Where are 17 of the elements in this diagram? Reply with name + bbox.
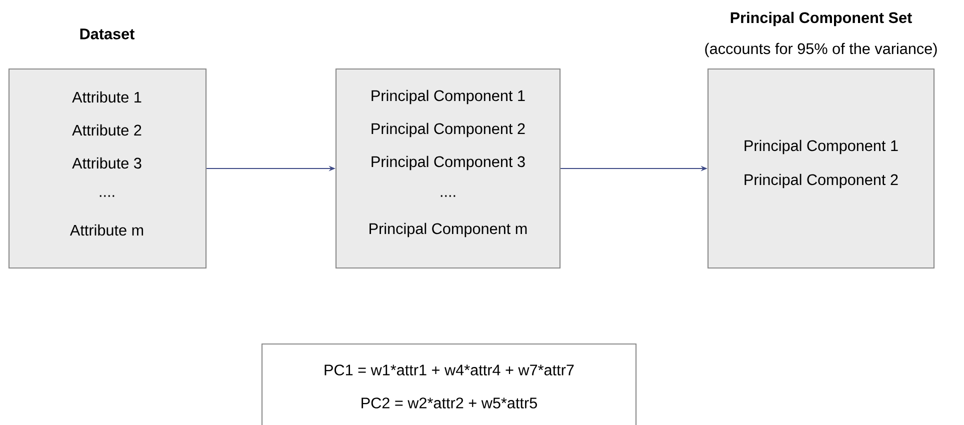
box-heading: Principal Component Set (730, 12, 912, 26)
formula-text: PC1 = w1*attr1 + w4*attr4 + w7*attr7 (324, 364, 574, 376)
item-text: Attribute m (70, 224, 144, 236)
item-text: Principal Component m (370, 222, 527, 238)
item-text: Principal Component 2 (744, 174, 898, 188)
item-text: Principal Component 1 (744, 140, 898, 154)
item-text: Principal Component 1 (372, 90, 525, 104)
box-heading: Dataset (80, 28, 134, 40)
item-text: .... (100, 195, 114, 197)
item-text: .... (440, 195, 456, 197)
item-text: Attribute 1 (72, 91, 142, 103)
item-text: Principal Component 3 (372, 156, 525, 170)
item-text: Attribute 3 (72, 157, 142, 169)
formula-text: PC2 = w2*attr2 + w5*attr5 (362, 398, 537, 408)
item-text: Principal Component 2 (372, 122, 525, 138)
item-text: Attribute 2 (72, 124, 142, 136)
box-subheading: (accounts for 95% of the variance) (705, 42, 937, 58)
